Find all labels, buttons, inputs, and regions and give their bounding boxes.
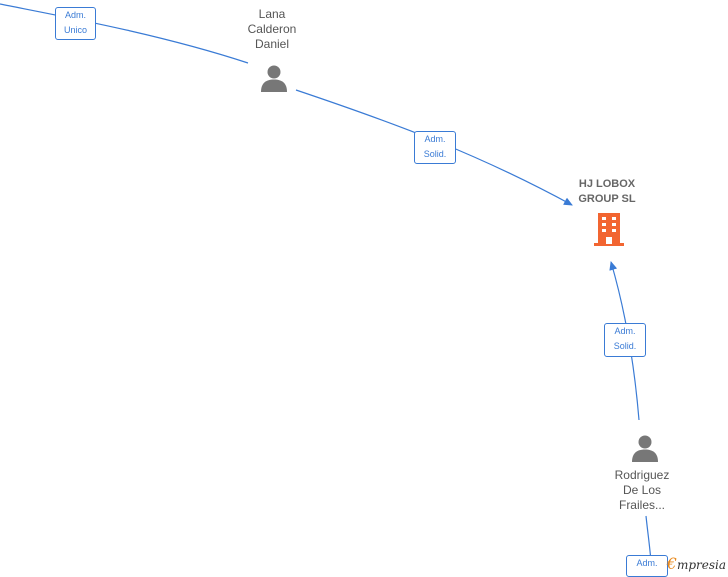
person-icon[interactable] — [259, 63, 289, 93]
badge-line1: Adm. — [64, 10, 86, 20]
brand-initial: € — [666, 554, 677, 573]
person-name-line1: Rodriguez — [614, 468, 670, 482]
edge-unico-to-lana — [0, 3, 249, 64]
person-name-line1: Lana — [258, 7, 286, 21]
person-name-line2: De Los — [622, 483, 662, 497]
role-badge-adm-unico[interactable]: Adm. Unico — [55, 7, 96, 40]
badge-line1: Adm. — [636, 558, 658, 568]
company-name-line2: GROUP SL — [578, 193, 636, 205]
badge-line2: Solid. — [423, 149, 447, 159]
role-badge-adm-solid-lana[interactable]: Adm. Solid. — [414, 131, 456, 164]
person-name-line3: Frailes... — [618, 498, 665, 512]
building-icon[interactable] — [593, 212, 625, 247]
person-label-rodriguez[interactable]: Rodriguez De Los Frailes... — [600, 468, 684, 513]
person-label-lana[interactable]: Lana Calderon Daniel — [232, 7, 312, 52]
person-name-line2: Calderon — [247, 22, 297, 36]
company-label[interactable]: HJ LOBOX GROUP SL — [562, 177, 652, 207]
badge-line1: Adm. — [424, 134, 446, 144]
role-badge-adm-solid-rodriguez[interactable]: Adm. Solid. — [604, 323, 646, 357]
person-icon[interactable] — [630, 433, 660, 463]
role-badge-adm-bottom[interactable]: Adm. — [626, 555, 668, 577]
person-name-line3: Daniel — [254, 37, 290, 51]
badge-line1: Adm. — [614, 326, 636, 336]
brand-rest: mpresia — [676, 558, 726, 572]
empresia-logo: €mpresia — [667, 554, 726, 573]
badge-line2: Solid. — [613, 341, 637, 351]
badge-line2: Unico — [63, 25, 87, 35]
company-name-line1: HJ LOBOX — [578, 178, 636, 190]
